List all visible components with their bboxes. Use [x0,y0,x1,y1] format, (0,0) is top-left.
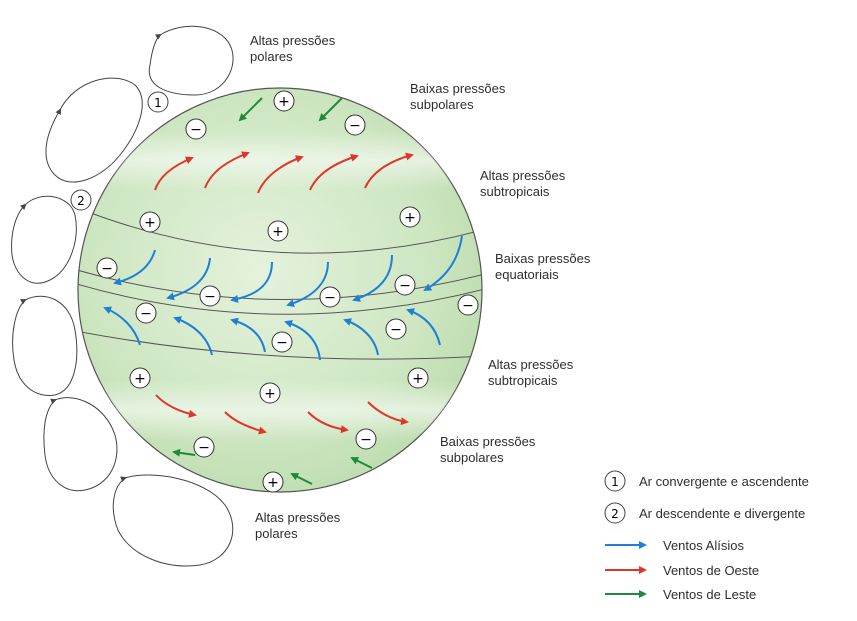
label-top-polar-high: Altas pressões polares [250,33,335,65]
label-line: subpolares [440,450,504,465]
label-line: Baixas pressões [440,434,536,449]
svg-text:+: + [264,386,276,402]
svg-text:−: − [462,298,474,314]
svg-text:1: 1 [611,475,619,489]
label-line: Baixas pressões [410,81,506,96]
circulation-cells [11,25,234,567]
label-line: Altas pressões [480,168,566,183]
minus-sign-circle: − [135,302,157,324]
marker-1-circle: 1 [147,91,169,113]
legend-text-westerlies: Ventos de Oeste [663,563,760,578]
label-south-subtropical-high: Altas pressões subtropicais [488,357,573,389]
plus-sign-circle: + [262,471,284,493]
label-line: subtropicais [480,184,550,199]
minus-sign-circle: − [319,286,341,308]
legend-circle-1: 1 [604,470,626,492]
minus-sign-circle: − [271,331,293,353]
legend-text-divergent: Ar descendente e divergente [639,506,806,521]
svg-text:−: − [399,278,411,294]
svg-text:2: 2 [77,194,85,208]
svg-text:−: − [204,289,216,305]
svg-text:−: − [349,118,361,134]
label-bottom-polar-high: Altas pressões polares [255,510,340,542]
legend-graphics: 1 2 [604,470,647,598]
pressure-signs: + − − + + + − − − − − − − − + + + − − + [96,90,479,493]
svg-text:+: + [272,224,284,240]
svg-text:1: 1 [154,96,162,110]
svg-text:−: − [190,122,202,138]
label-line: Baixas pressões [495,251,591,266]
minus-sign-circle: − [185,118,207,140]
svg-text:+: + [144,215,156,231]
easterly-winds [172,97,373,485]
minus-sign-circle: − [394,274,416,296]
svg-text:+: + [134,371,146,387]
minus-sign-circle: − [193,436,215,458]
legend-text-convergent: Ar convergente e ascendente [639,474,809,489]
label-line: Altas pressões [488,357,574,372]
legend-circle-2: 2 [604,502,626,524]
label-north-subtropical-high: Altas pressões subtropicais [480,168,565,200]
label-south-subpolar-low: Baixas pressões subpolares [440,434,535,466]
plus-sign-circle: + [139,211,161,233]
label-line: subtropicais [488,373,558,388]
marker-2-circle: 2 [70,189,92,211]
minus-sign-circle: − [199,285,221,307]
svg-text:+: + [267,475,279,491]
plus-sign-circle: + [259,382,281,404]
latitude-line-equator-north [78,267,482,300]
label-line: polares [255,526,298,541]
ferrel-cell-north [45,77,143,183]
label-line: polares [250,49,293,64]
trade-winds [103,235,463,361]
globe [77,87,483,493]
minus-sign-circle: − [457,294,479,316]
svg-text:−: − [140,306,152,322]
minus-sign-circle: − [344,114,366,136]
hadley-cell-south [12,296,78,396]
polar-cell-south-bottom [112,475,234,567]
svg-text:2: 2 [611,507,619,521]
latitude-line-equator-south [78,281,482,315]
ferrel-cell-south [43,398,118,492]
plus-sign-circle: + [399,206,421,228]
label-line: Altas pressões [255,510,341,525]
label-equatorial-low: Baixas pressões equatoriais [495,251,590,283]
minus-sign-circle: − [385,318,407,340]
label-line: Altas pressões [250,33,336,48]
legend-text-easterlies: Ventos de Leste [663,587,757,602]
plus-sign-circle: + [129,367,151,389]
svg-text:−: − [101,261,113,277]
label-line: subpolares [410,97,474,112]
label-line: equatoriais [495,267,559,282]
latitude-line-south-tropic [78,329,482,360]
plus-sign-circle: + [407,367,429,389]
minus-sign-circle: − [355,428,377,450]
minus-sign-circle: − [96,257,118,279]
westerly-winds [154,151,414,435]
hadley-cell-north [11,195,77,284]
svg-text:−: − [390,322,402,338]
svg-text:−: − [276,335,288,351]
svg-text:−: − [198,440,210,456]
svg-text:−: − [360,432,372,448]
latitude-line-north-tropic [78,204,482,254]
label-north-subpolar-low: Baixas pressões subpolares [410,81,505,113]
polar-cell-north-top [148,25,234,96]
plus-sign-circle: + [273,90,295,112]
legend-text-trade-winds: Ventos Alísios [663,538,744,553]
svg-text:+: + [412,371,424,387]
svg-text:+: + [404,210,416,226]
svg-text:−: − [324,290,336,306]
plus-sign-circle: + [267,220,289,242]
svg-text:+: + [278,94,290,110]
